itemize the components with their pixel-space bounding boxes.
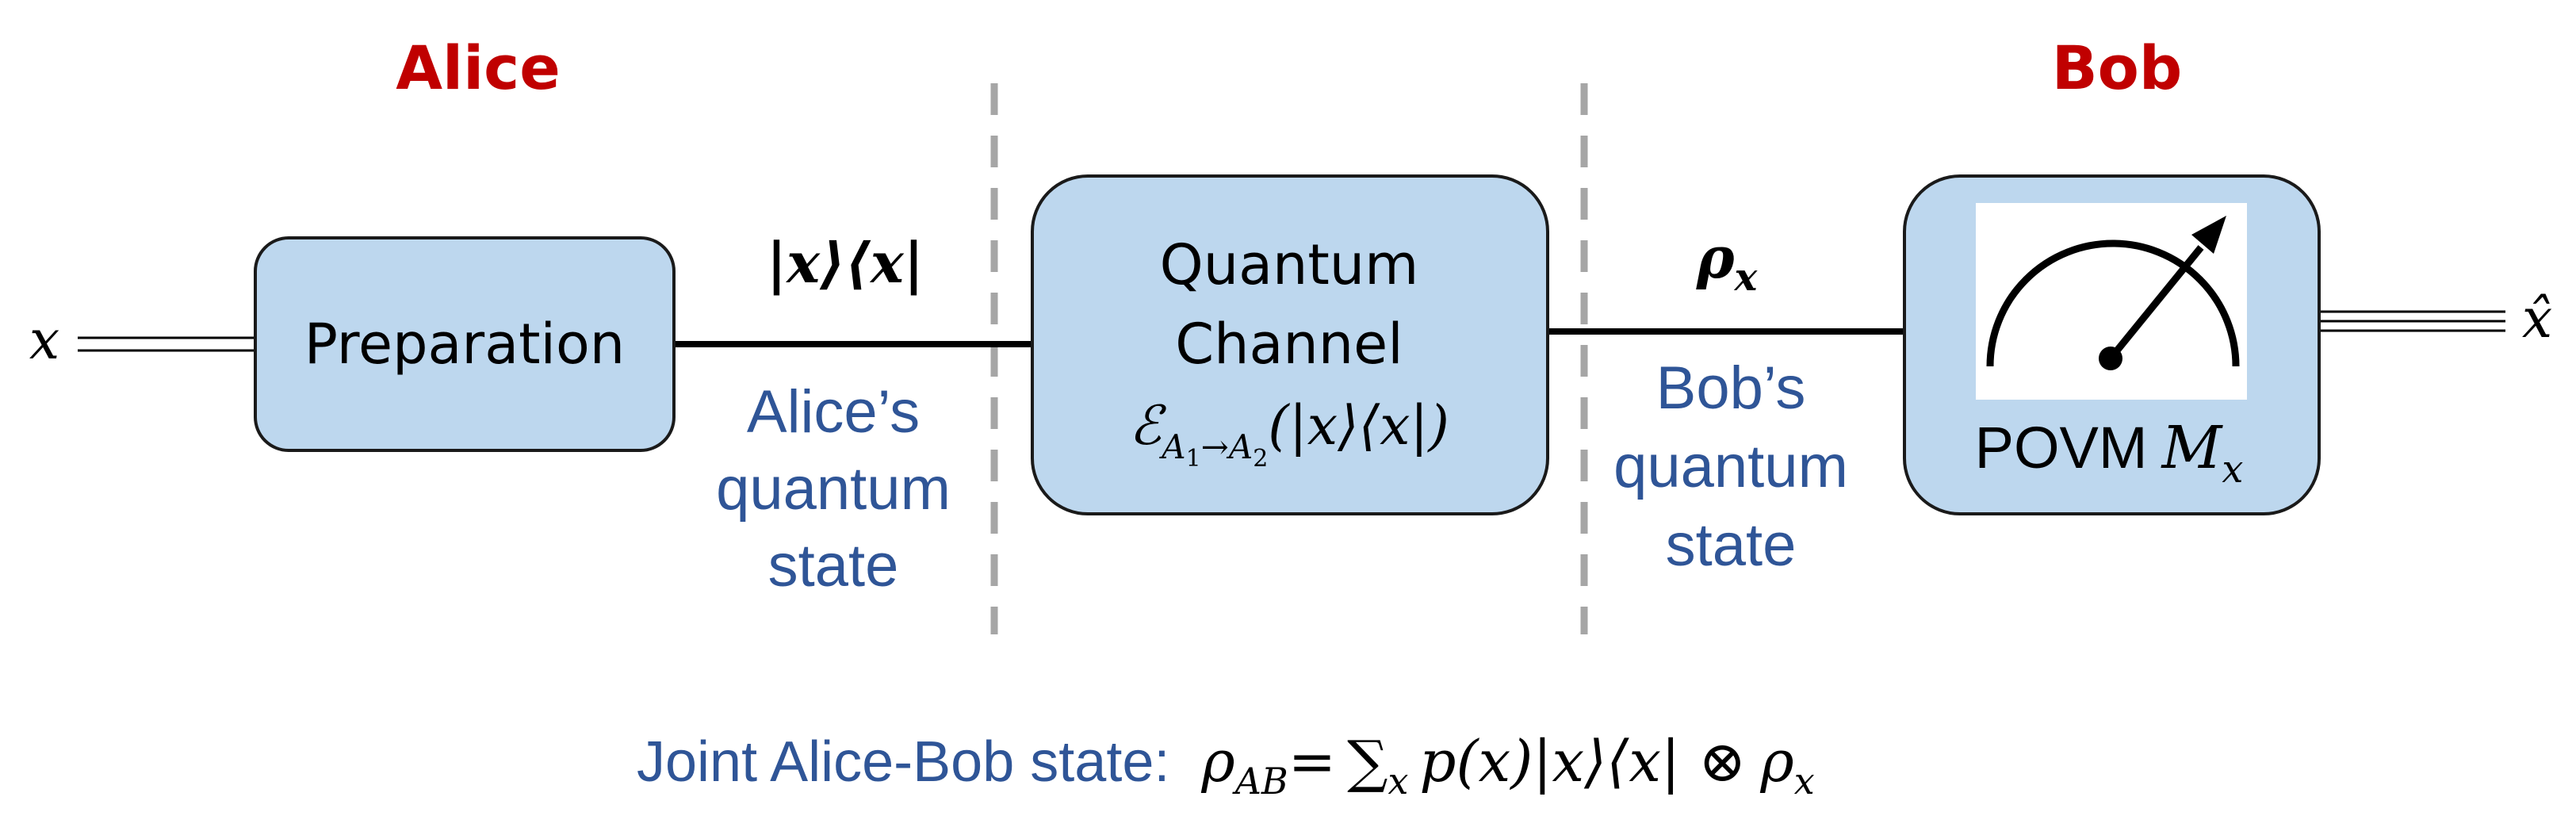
bob-state-label: ρx [1696, 224, 1759, 300]
meter-icon [1976, 203, 2247, 400]
bob-header: Bob [2052, 33, 2183, 103]
input-classical-wire [78, 336, 258, 352]
joint-body: p(x)|x⟩⟨x| ⊗ [1419, 728, 1746, 795]
joint-sum: ∑ [1347, 728, 1388, 795]
preparation-box: Preparation [254, 236, 676, 452]
povm-text: POVM [1975, 415, 2148, 481]
alice-state-label: |x⟩⟨x| [767, 230, 924, 296]
alice-caption-line-3: state [768, 532, 899, 599]
joint-rho-sub: AB [1232, 760, 1288, 802]
bob-state-caption: Bob’s quantum state [1613, 354, 1848, 579]
joint-rho2: ρ [1759, 728, 1793, 795]
bob-caption-line-1: Bob’s [1656, 354, 1806, 422]
povm-sub: x [2222, 447, 2243, 492]
output-classical-wire [2319, 310, 2505, 332]
channel-sub-arrow: → [1201, 427, 1229, 466]
bob-state-symbol: ρ [1696, 224, 1736, 291]
alice-caption-line-1: Alice’s [747, 378, 920, 446]
channel-map-arg: (|x⟩⟨x|) [1268, 395, 1449, 458]
alice-state-caption: Alice’s quantum state [716, 378, 951, 599]
output-symbol: x̂ [2522, 288, 2552, 350]
bob-caption-line-3: state [1666, 511, 1797, 579]
joint-prefix: Joint Alice-Bob state: [637, 730, 1169, 794]
bob-caption-line-2: quantum [1613, 433, 1848, 500]
channel-sub-2: 2 [1253, 445, 1268, 473]
input-symbol: x [29, 309, 59, 372]
joint-sum-sub: x [1388, 760, 1408, 802]
channel-sub-a2: A [1226, 427, 1253, 466]
alice-caption-line-2: quantum [716, 455, 951, 523]
channel-sub-1: 1 [1186, 445, 1201, 473]
joint-rho2-sub: x [1794, 760, 1815, 802]
alice-header: Alice [396, 33, 561, 103]
channel-map: ℰA1→A2(|x⟩⟨x|) [1129, 395, 1449, 473]
channel-line-2: Channel [1175, 312, 1403, 377]
channel-sub-a1: A [1158, 427, 1185, 466]
preparation-label: Preparation [304, 312, 625, 377]
joint-equals: = [1288, 728, 1336, 795]
quantum-channel-box: Quantum Channel ℰA1→A2(|x⟩⟨x|) [1031, 174, 1549, 515]
povm-symbol: M [2161, 414, 2224, 482]
channel-map-script: ℰ [1129, 395, 1167, 458]
channel-line-1: Quantum [1160, 232, 1419, 297]
joint-rho: ρ [1200, 728, 1234, 795]
bob-state-sub: x [1734, 255, 1759, 300]
